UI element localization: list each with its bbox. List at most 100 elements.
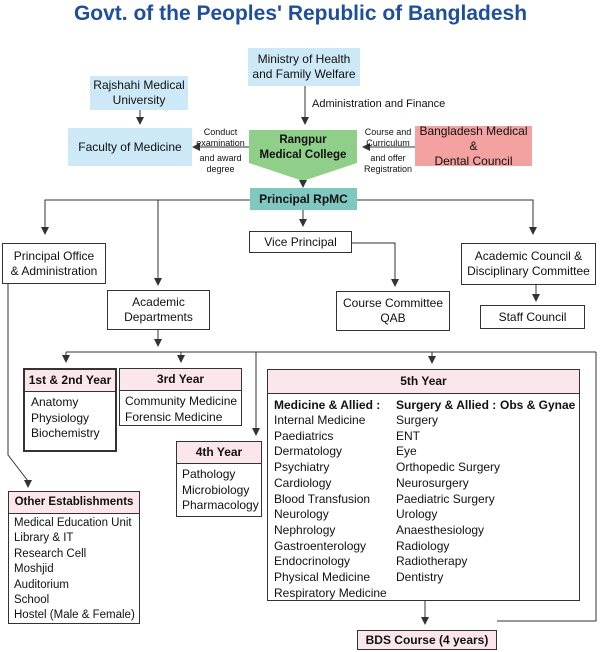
- list-item: Orthopedic Surgery: [396, 460, 501, 475]
- course-label-bottom: and offer Registration: [362, 153, 414, 175]
- list-item: Dentistry: [396, 570, 444, 585]
- other-establishments-box: Other Establishments Medical Education U…: [8, 491, 140, 624]
- staff-council-label: Staff Council: [498, 309, 567, 324]
- conduct-line-4: degree: [206, 164, 235, 174]
- list-item: Paediatrics: [274, 428, 334, 443]
- ministry-line-1: Ministry of Health: [257, 52, 351, 66]
- surgery-list: Surgery ENT Eye Orthopedic Surgery Neuro…: [396, 413, 500, 586]
- list-item: Blood Transfusion: [274, 491, 371, 506]
- medicine-list: Internal Medicine Paediatrics Dermatolog…: [274, 413, 387, 601]
- list-item: Cardiology: [274, 475, 332, 490]
- academic-council-box: Academic Council & Disciplinary Committe…: [461, 243, 596, 285]
- list-item: ENT: [396, 428, 420, 443]
- list-item: Hostel (Male & Female): [14, 609, 135, 622]
- year-1-2-title: 1st & 2nd Year: [25, 370, 115, 392]
- principal-office-box: Principal Office & Administration: [2, 243, 106, 284]
- faculty-box: Faculty of Medicine: [68, 128, 192, 166]
- bmdc-box: Bangladesh Medical & Dental Council: [415, 123, 532, 168]
- bds-course-label: BDS Course (4 years): [365, 632, 489, 647]
- list-item: Auditorium: [14, 578, 69, 591]
- course-line-4: Registration: [363, 164, 413, 174]
- other-establishments-title: Other Establishments: [9, 492, 139, 514]
- year-3-list: Community Medicine Forensic Medicine: [125, 394, 237, 425]
- ministry-line-2: and Family Welfare: [252, 67, 356, 81]
- year-4-box: 4th Year Pathology Microbiology Pharmaco…: [176, 441, 262, 517]
- academic-departments-line-2: Departments: [124, 310, 193, 324]
- bmdc-line-1: Bangladesh Medical &: [419, 123, 528, 153]
- list-item: Respiratory Medicine: [274, 585, 387, 600]
- academic-departments-line-1: Academic: [132, 295, 185, 309]
- list-item: Research Cell: [14, 547, 87, 560]
- year-1-2-list: Anatomy Physiology Biochemistry: [31, 395, 100, 442]
- course-line-3: and offer: [370, 153, 406, 163]
- college-label: Rangpur Medical College: [249, 133, 357, 163]
- course-committee-line-2: QAB: [380, 311, 406, 325]
- academic-council-line-1: Academic Council &: [474, 249, 583, 263]
- list-item: Eye: [396, 444, 417, 459]
- list-item: Nephrology: [274, 522, 336, 537]
- conduct-line-3: and award: [199, 153, 242, 163]
- principal-label: Principal RpMC: [259, 191, 348, 206]
- list-item: Library & IT: [14, 532, 74, 545]
- list-item: Endocrinology: [274, 554, 351, 569]
- year-4-title: 4th Year: [177, 442, 261, 464]
- faculty-label: Faculty of Medicine: [78, 139, 182, 154]
- surgery-heading: Surgery & Allied :: [396, 398, 497, 412]
- year-3-title: 3rd Year: [120, 369, 241, 391]
- list-item: Paediatric Surgery: [396, 491, 495, 506]
- list-item: Biochemistry: [31, 426, 100, 441]
- year-5-title: 5th Year: [268, 370, 579, 394]
- list-item: Physical Medicine: [274, 570, 371, 585]
- staff-council-box: Staff Council: [480, 305, 585, 329]
- ministry-box: Ministry of Health and Family Welfare: [248, 48, 360, 86]
- other-establishments-list: Medical Education Unit Library & IT Rese…: [14, 516, 135, 624]
- rajshahi-box: Rajshahi Medical University: [90, 76, 188, 110]
- course-line-1: Course and: [364, 127, 412, 137]
- course-label-top: Course and Curriculum: [362, 127, 414, 149]
- college-line-1: Rangpur: [279, 134, 327, 146]
- course-committee-box: Course Committee QAB: [336, 291, 450, 331]
- list-item: Neurosurgery: [396, 475, 469, 490]
- conduct-label-top: Conduct examination: [193, 127, 248, 149]
- list-item: Medical Education Unit: [14, 517, 132, 529]
- list-item: Pathology: [182, 467, 236, 481]
- list-item: Radiology: [396, 538, 450, 553]
- list-item: Moshjid: [14, 563, 54, 576]
- list-item: Anaesthesiology: [396, 522, 485, 537]
- list-item: Forensic Medicine: [125, 409, 223, 424]
- list-item: Radiotherapy: [396, 554, 468, 569]
- conduct-label-bottom: and award degree: [193, 153, 248, 175]
- list-item: Microbiology: [182, 482, 250, 497]
- principal-office-line-2: & Administration: [10, 263, 98, 278]
- college-line-2: Medical College: [259, 149, 347, 161]
- list-item: School: [14, 594, 50, 607]
- list-item: Community Medicine: [125, 394, 238, 408]
- medicine-heading: Medicine & Allied :: [274, 398, 381, 412]
- list-item: Psychiatry: [274, 460, 330, 475]
- year-1-2-box: 1st & 2nd Year Anatomy Physiology Bioche…: [23, 368, 117, 452]
- vice-principal-label: Vice Principal: [264, 234, 337, 249]
- list-item: Pharmacology: [182, 498, 259, 513]
- year-5-box: 5th Year Medicine & Allied : Surgery & A…: [267, 369, 580, 601]
- course-committee-line-1: Course Committee: [342, 296, 444, 310]
- academic-council-line-2: Disciplinary Committee: [467, 264, 590, 278]
- list-item: Neurology: [274, 507, 329, 522]
- list-item: Urology: [396, 507, 438, 522]
- list-item: Internal Medicine: [274, 413, 366, 427]
- course-line-2: Curriculum: [366, 138, 410, 148]
- academic-departments-box: Academic Departments: [107, 290, 210, 330]
- conduct-line-1: Conduct: [203, 127, 238, 137]
- page-title: Govt. of the Peoples' Republic of Bangla…: [73, 2, 528, 25]
- principal-box: Principal RpMC: [250, 188, 357, 210]
- year-3-box: 3rd Year Community Medicine Forensic Med…: [119, 368, 242, 426]
- list-item: Dermatology: [274, 444, 343, 459]
- conduct-line-2: examination: [196, 138, 245, 148]
- admin-finance-label: Administration and Finance: [312, 98, 446, 110]
- vice-principal-box: Vice Principal: [249, 231, 352, 253]
- rajshahi-line-1: Rajshahi Medical: [93, 78, 185, 92]
- bmdc-line-2: Dental Council: [434, 153, 513, 168]
- list-item: Physiology: [31, 410, 90, 425]
- rajshahi-line-2: University: [112, 93, 166, 107]
- year-4-list: Pathology Microbiology Pharmacology: [182, 467, 259, 514]
- list-item: Gastroenterology: [274, 538, 367, 553]
